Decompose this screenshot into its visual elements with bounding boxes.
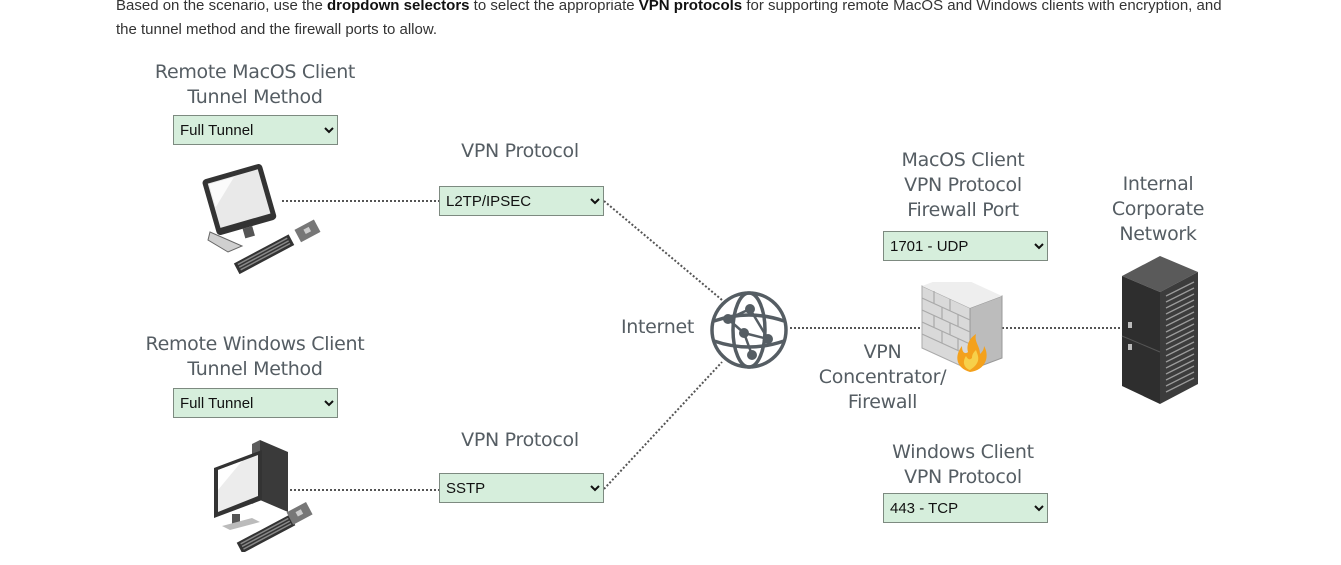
concentrator-label-line3: Firewall bbox=[847, 391, 918, 413]
instructions-bold-protocols: VPN protocols bbox=[638, 0, 743, 14]
corporate-network-label: Internal Corporate Network bbox=[1088, 172, 1228, 247]
windows-tunnel-label: Remote Windows Client Tunnel Method bbox=[125, 332, 385, 382]
mac-firewall-port-select[interactable]: 1701 - UDP bbox=[883, 231, 1048, 261]
instructions-bold-dropdown: dropdown selectors bbox=[326, 0, 470, 14]
mac-tunnel-label: Remote MacOS Client Tunnel Method bbox=[130, 60, 380, 110]
mac-port-label: MacOS Client VPN Protocol Firewall Port bbox=[858, 148, 1068, 223]
windows-port-label: Windows Client VPN Protocol bbox=[858, 440, 1068, 490]
mac-port-label-line2: VPN Protocol bbox=[904, 174, 1022, 196]
server-rack-icon bbox=[1121, 256, 1198, 404]
instructions-part1: Based on the scenario, use the bbox=[116, 0, 327, 14]
windows-port-label-line1: Windows Client bbox=[892, 441, 1034, 463]
firewall-icon bbox=[921, 282, 1003, 372]
concentrator-label: VPN Concentrator/ Firewall bbox=[800, 340, 965, 415]
windows-tunnel-label-line1: Remote Windows Client bbox=[145, 333, 365, 355]
mac-port-label-line1: MacOS Client bbox=[901, 149, 1025, 171]
instructions-part3: for supporting remote MacOS and Windows … bbox=[116, 0, 1222, 38]
globe-network-icon bbox=[710, 291, 788, 369]
mac-tunnel-method-select[interactable]: Full Tunnel bbox=[173, 115, 338, 145]
windows-firewall-port-select[interactable]: 443 - TCP bbox=[883, 493, 1048, 523]
mac-protocol-label-text: VPN Protocol bbox=[461, 140, 579, 162]
windows-port-label-line2: VPN Protocol bbox=[904, 466, 1022, 488]
mac-port-label-line3: Firewall Port bbox=[907, 199, 1019, 221]
mac-tunnel-label-line1: Remote MacOS Client bbox=[154, 61, 356, 83]
internet-label-text: Internet bbox=[620, 316, 695, 338]
windows-protocol-label: VPN Protocol bbox=[420, 428, 620, 453]
concentrator-label-line2: Concentrator/ bbox=[818, 366, 947, 388]
corporate-label-line2: Corporate bbox=[1111, 198, 1205, 220]
desktop-computer-icon bbox=[214, 440, 313, 552]
all-in-one-computer-icon bbox=[202, 164, 321, 275]
concentrator-label-line1: VPN bbox=[863, 341, 902, 363]
mac-protocol-label: VPN Protocol bbox=[420, 139, 620, 164]
corporate-label-line1: Internal bbox=[1122, 173, 1194, 195]
windows-tunnel-label-line2: Tunnel Method bbox=[187, 358, 323, 380]
mac-vpn-protocol-select[interactable]: L2TP/IPSEC bbox=[439, 186, 604, 216]
windows-vpn-protocol-select[interactable]: SSTP bbox=[439, 473, 604, 503]
internet-label: Internet bbox=[600, 315, 715, 340]
mac-tunnel-label-line2: Tunnel Method bbox=[187, 86, 323, 108]
instructions-text: Based on the scenario, use the dropdown … bbox=[116, 0, 1226, 42]
windows-protocol-label-text: VPN Protocol bbox=[461, 429, 579, 451]
instructions-part2: to select the appropriate bbox=[469, 0, 639, 14]
windows-tunnel-method-select[interactable]: Full Tunnel bbox=[173, 388, 338, 418]
corporate-label-line3: Network bbox=[1119, 223, 1197, 245]
